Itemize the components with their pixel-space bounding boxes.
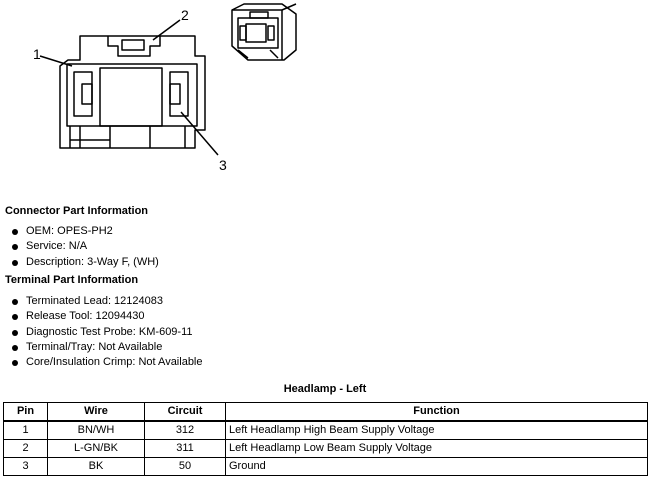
bullet-icon xyxy=(12,329,18,336)
terminal-info-list: Terminated Lead: 12124083 Release Tool: … xyxy=(12,294,203,370)
cell-pin: 1 xyxy=(3,420,48,440)
cell-function: Left Headlamp Low Beam Supply Voltage xyxy=(225,439,648,458)
cell-circuit: 50 xyxy=(144,457,226,476)
list-item: Service: N/A xyxy=(12,239,159,254)
connector-info-list: OEM: OPES-PH2 Service: N/A Description: … xyxy=(12,224,159,270)
callout-3: 3 xyxy=(219,157,227,173)
bullet-icon xyxy=(12,229,18,235)
cell-wire: BN/WH xyxy=(47,420,145,440)
table-row: 1 BN/WH 312 Left Headlamp High Beam Supp… xyxy=(3,420,648,440)
header-circuit: Circuit xyxy=(144,402,226,422)
list-item: OEM: OPES-PH2 xyxy=(12,224,159,239)
bullet-icon xyxy=(12,360,18,367)
terminal-info-title: Terminal Part Information xyxy=(5,274,139,286)
list-item: Diagnostic Test Probe: KM-609-11 xyxy=(12,325,203,340)
list-item: Release Tool: 12094430 xyxy=(12,309,203,324)
callout-3-leader xyxy=(180,111,219,156)
bullet-icon xyxy=(12,314,18,321)
callout-2-leader xyxy=(152,19,181,41)
cell-function: Ground xyxy=(225,457,648,476)
list-item: Terminated Lead: 12124083 xyxy=(12,294,203,309)
cell-wire: BK xyxy=(47,457,145,476)
callout-1-leader xyxy=(39,55,73,67)
list-item: Terminal/Tray: Not Available xyxy=(12,340,203,355)
table-header-row: Pin Wire Circuit Function xyxy=(3,402,648,422)
table-title: Headlamp - Left xyxy=(283,383,367,395)
cell-wire: L-GN/BK xyxy=(47,439,145,458)
header-wire: Wire xyxy=(47,402,145,422)
table-row: 2 L-GN/BK 311 Left Headlamp Low Beam Sup… xyxy=(3,439,648,458)
cell-pin: 2 xyxy=(3,439,48,458)
pinout-table: Pin Wire Circuit Function 1 BN/WH 312 Le… xyxy=(3,402,648,476)
callout-1: 1 xyxy=(33,46,41,62)
cell-function: Left Headlamp High Beam Supply Voltage xyxy=(225,420,648,440)
cell-circuit: 311 xyxy=(144,439,226,458)
connector-diagram: 1 2 3 xyxy=(33,3,297,173)
table-row: 3 BK 50 Ground xyxy=(3,457,648,476)
bullet-icon xyxy=(12,299,18,305)
header-pin: Pin xyxy=(3,402,48,422)
cell-circuit: 312 xyxy=(144,420,226,440)
cell-pin: 3 xyxy=(3,457,48,476)
list-item: Core/Insulation Crimp: Not Available xyxy=(12,355,203,370)
connector-isometric-view xyxy=(231,3,297,61)
bullet-icon xyxy=(12,244,18,251)
header-function: Function xyxy=(225,402,648,422)
connector-face-view xyxy=(59,35,206,149)
connector-info-title: Connector Part Information xyxy=(5,205,149,217)
callout-2: 2 xyxy=(181,7,189,23)
list-item: Description: 3-Way F, (WH) xyxy=(12,255,159,270)
bullet-icon xyxy=(12,259,18,266)
bullet-icon xyxy=(12,344,18,351)
